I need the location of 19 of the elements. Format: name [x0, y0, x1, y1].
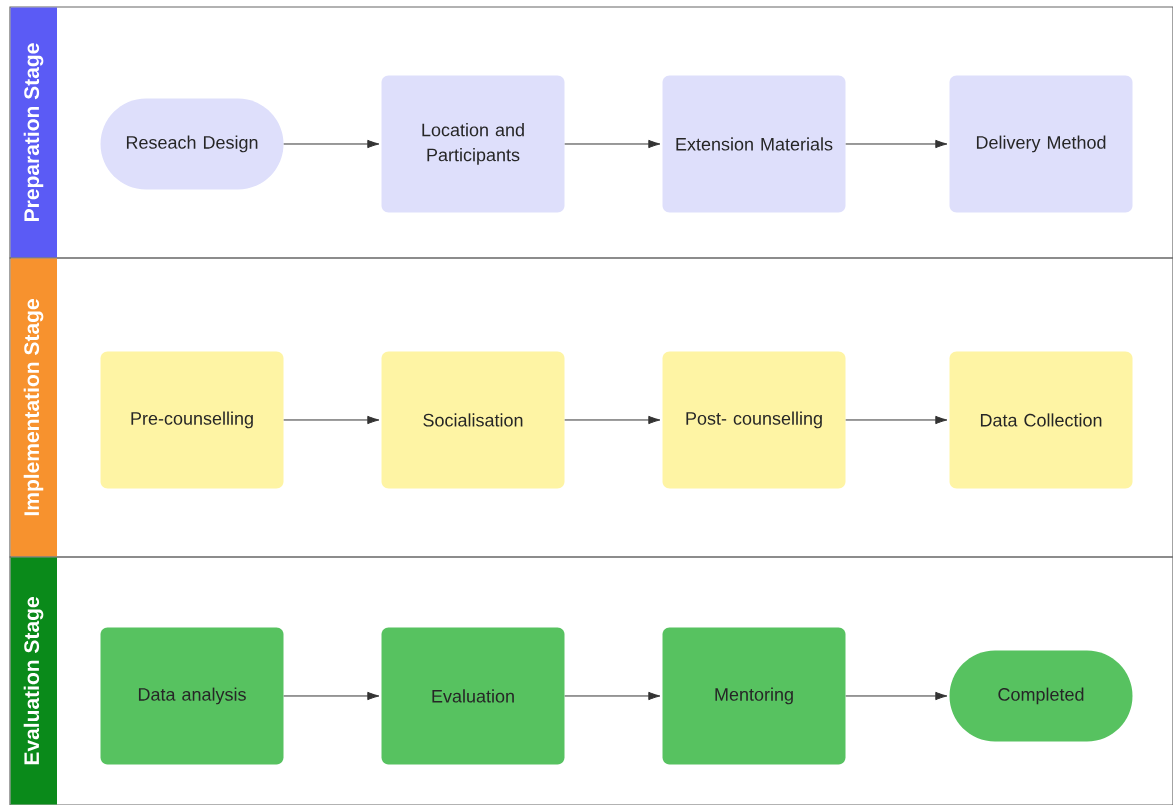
arrow	[283, 691, 380, 701]
process-box: Data Collection	[949, 351, 1133, 489]
process-box: Pre-counselling	[100, 351, 284, 489]
process-box: Location and Participants	[381, 75, 565, 213]
process-box: Post- counselling	[662, 351, 846, 489]
process-box: Socialisation	[381, 351, 565, 489]
process-box: Data analysis	[100, 627, 284, 765]
arrow	[845, 415, 948, 425]
arrow	[845, 691, 948, 701]
arrow	[845, 139, 948, 149]
process-box: Delivery Method	[949, 75, 1133, 213]
process-box: Mentoring	[662, 627, 846, 765]
process-box: Extension Materials	[662, 75, 846, 213]
arrow	[564, 415, 661, 425]
arrow	[283, 415, 380, 425]
arrow	[564, 139, 661, 149]
arrow	[564, 691, 661, 701]
arrow	[283, 139, 380, 149]
process-box: Evaluation	[381, 627, 565, 765]
